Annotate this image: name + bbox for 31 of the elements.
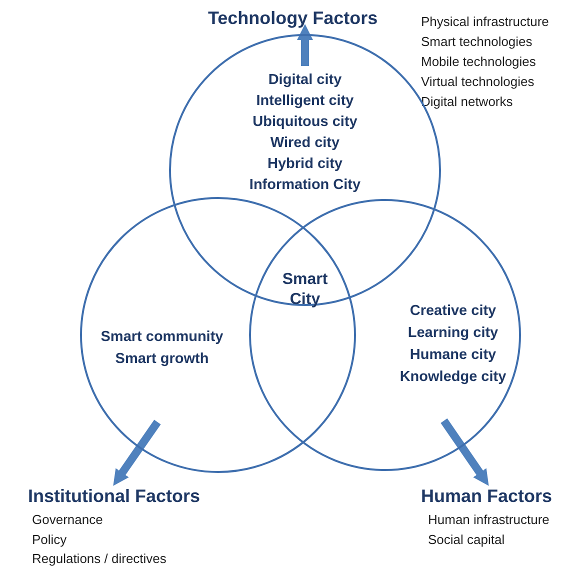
venn-circle (249, 199, 521, 471)
factor-item: Social capital (428, 530, 506, 549)
city-type-text: Information City (249, 176, 361, 195)
venn-circle (80, 197, 356, 473)
factor-item: Human infrastructure (428, 511, 550, 529)
factor-heading: Human Factors (421, 486, 552, 507)
factor-item: Digital networks (421, 93, 514, 111)
factor-item: Regulations / directives (32, 550, 166, 567)
city-type-text: Wired city (270, 134, 340, 153)
city-type-text: Hybrid city (268, 155, 342, 174)
arrow (440, 418, 489, 486)
factor-item: Virtual technologies (421, 73, 536, 91)
factor-item: Governance (32, 511, 104, 529)
city-type-text: Smart community (100, 328, 224, 347)
factor-heading: Institutional Factors (28, 486, 200, 507)
factor-heading: Technology Factors (208, 8, 378, 29)
city-type-text: Digital city (268, 71, 342, 90)
factor-item: Mobile technologies (421, 53, 537, 71)
city-type-text: Intelligent city (256, 92, 354, 111)
arrow (113, 420, 161, 486)
city-type-text: Creative city (410, 302, 496, 321)
center-label: Smart City (281, 270, 329, 310)
city-type-text: Knowledge city (400, 368, 506, 387)
factor-item: Smart technologies (421, 33, 534, 51)
city-type-text: Learning city (408, 324, 498, 343)
arrow (297, 24, 313, 66)
factor-item: Physical infrastructure (421, 13, 549, 31)
city-type-text: Ubiquitous city (252, 113, 358, 132)
city-type-text: Smart growth (115, 350, 209, 369)
city-type-text: Humane city (410, 346, 496, 365)
factor-item: Policy (32, 530, 68, 549)
